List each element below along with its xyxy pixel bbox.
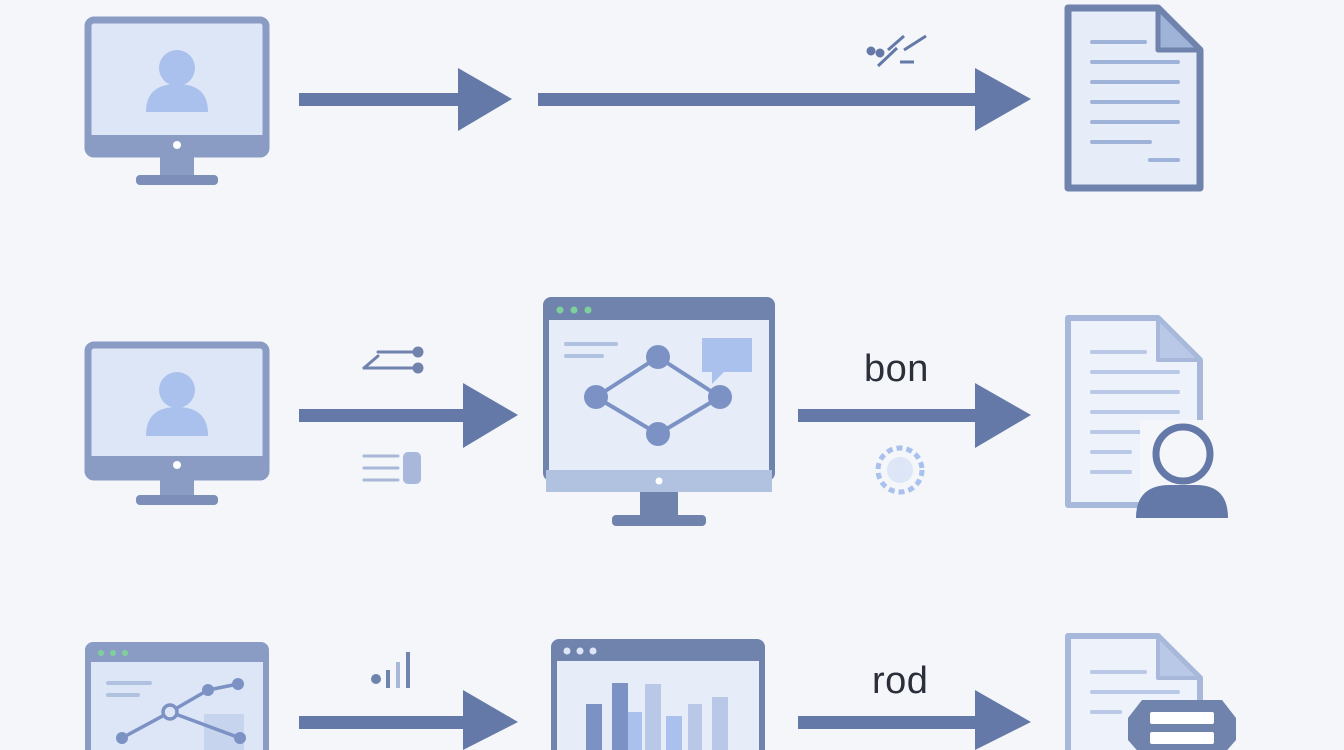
arrow-list-icon: [362, 346, 424, 374]
arrow-icon: [299, 68, 512, 131]
monitor-user-icon: [84, 341, 270, 505]
arrow-icon: [798, 383, 1031, 448]
browser-line-chart-icon: [85, 642, 269, 750]
arrow-icon: [798, 690, 1031, 750]
list-bar-icon: [362, 452, 421, 484]
arrow-icon: [299, 383, 518, 448]
arrow-icon: [538, 68, 1031, 131]
monitor-user-icon: [84, 16, 270, 185]
dotted-circle-icon: [875, 445, 925, 495]
flow-label: bon: [864, 348, 929, 390]
connection-dots-icon: [866, 34, 927, 68]
browser-network-graph-icon: [543, 297, 775, 526]
document-card-icon: [1065, 633, 1236, 750]
document-icon: [1064, 4, 1204, 192]
browser-bar-chart-icon: [551, 639, 765, 750]
document-user-icon: [1065, 315, 1236, 522]
arrow-icon: [299, 690, 518, 750]
flow-label: rod: [872, 660, 929, 702]
signal-bars-icon: [371, 652, 410, 688]
